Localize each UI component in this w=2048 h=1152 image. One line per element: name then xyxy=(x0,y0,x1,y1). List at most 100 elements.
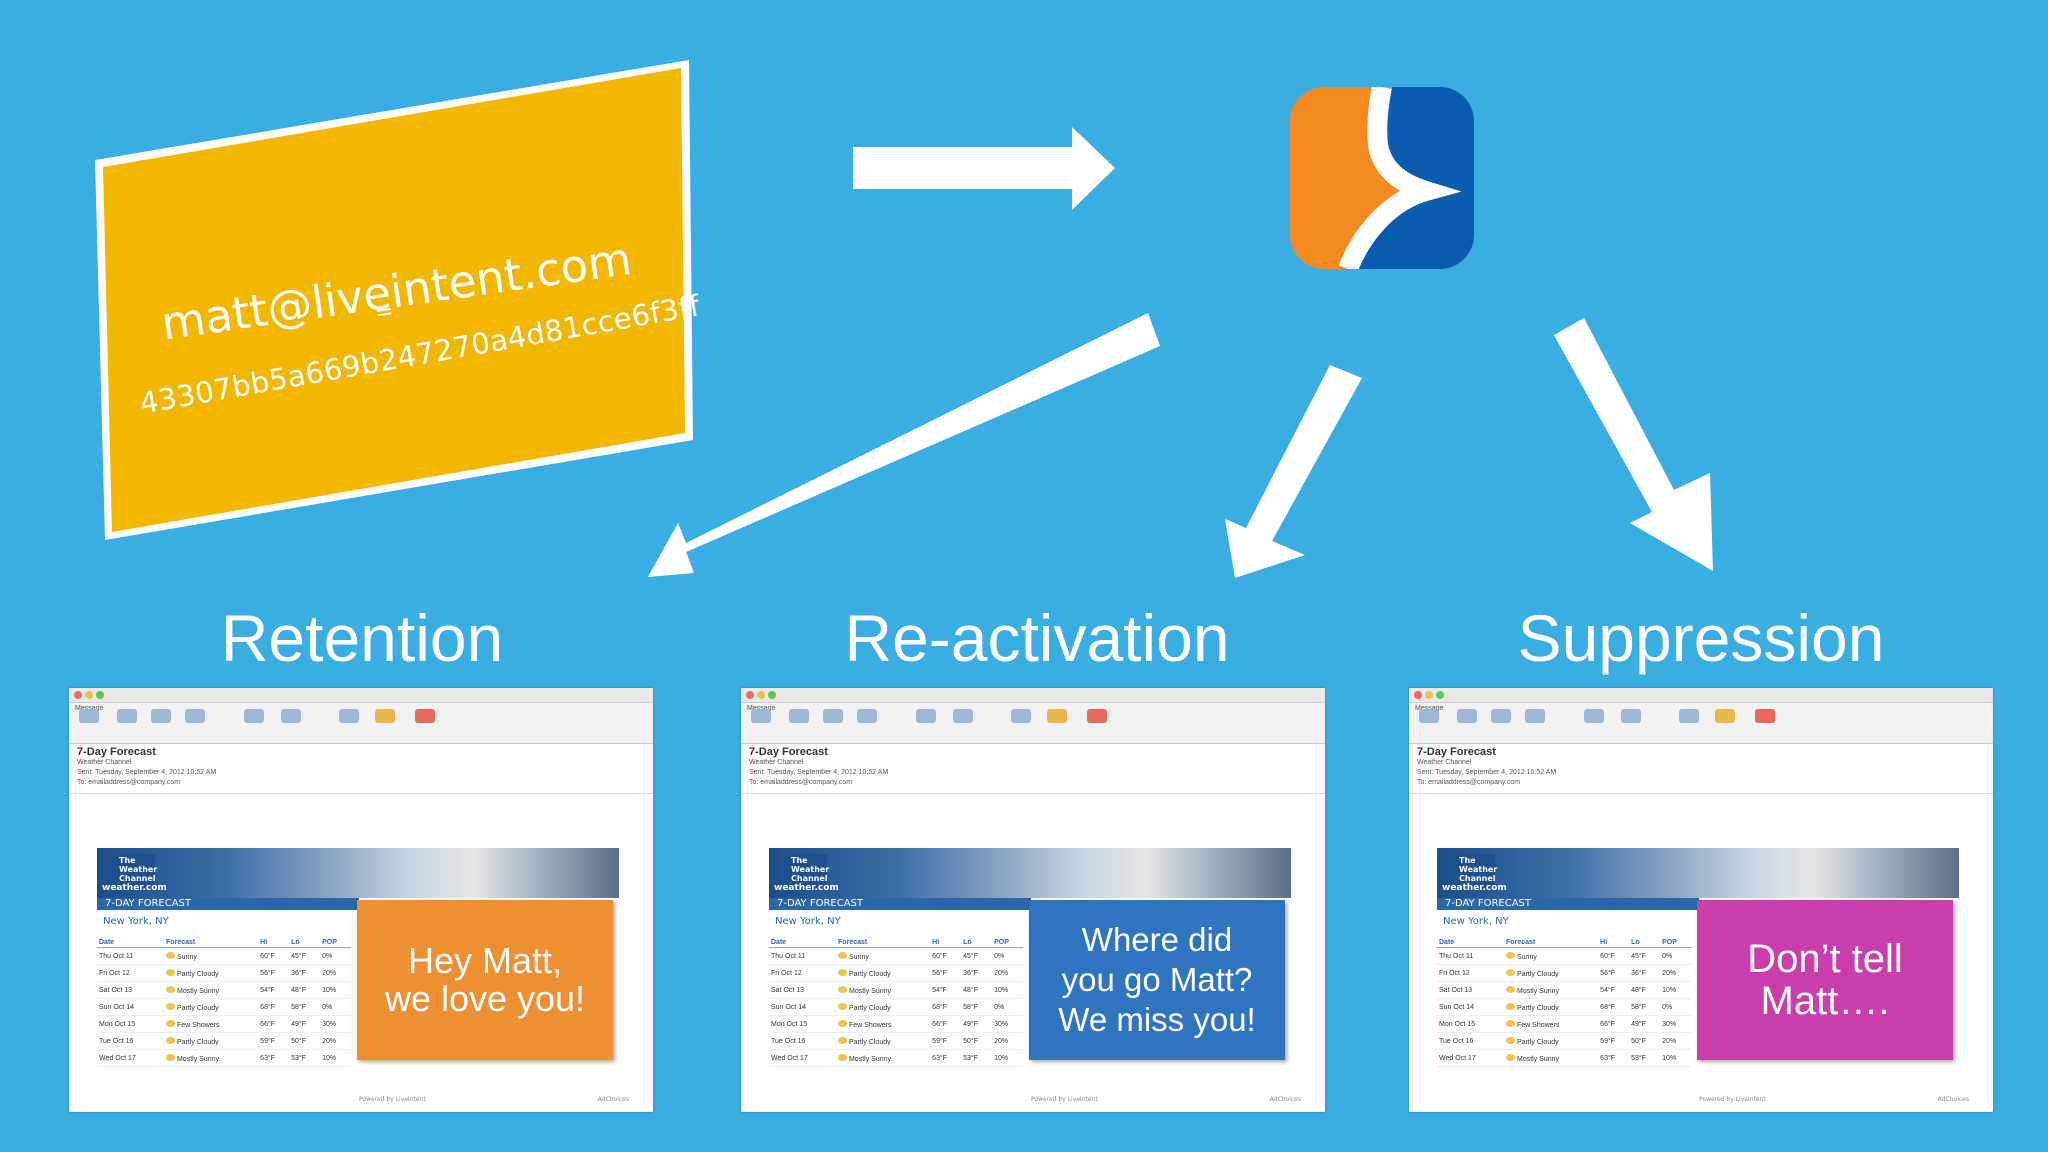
mostly-sunny-icon xyxy=(838,985,848,993)
delete-icon xyxy=(1419,709,1439,723)
heading-suppression: Suppression xyxy=(1517,601,1885,675)
heading-retention: Retention xyxy=(220,601,504,675)
column-header: Hi xyxy=(930,938,962,948)
showers-icon xyxy=(838,1019,848,1027)
card-fill xyxy=(103,68,685,532)
close-dot-icon xyxy=(1414,691,1422,699)
powered-by: Powered by LiveIntent xyxy=(359,1096,426,1103)
delete-icon xyxy=(79,709,99,723)
email-hash-card xyxy=(95,60,693,540)
weather-channel-logo: The Weather Channel xyxy=(789,854,829,888)
reply-icon xyxy=(117,709,137,723)
weather-channel-logo: The Weather Channel xyxy=(117,854,157,888)
forward-icon xyxy=(857,709,877,723)
mail-from: Weather Channel xyxy=(77,759,132,766)
column-header: POP xyxy=(320,938,351,948)
ribbon-tab-message: Message xyxy=(1415,704,1443,714)
reply-all-icon xyxy=(823,709,843,723)
message-line: Don’t tell xyxy=(1747,937,1903,981)
liveintent-logo-icon xyxy=(1290,87,1474,269)
move-icon xyxy=(916,709,936,723)
column-header: Lo xyxy=(1629,938,1661,948)
follow-up-flag-icon xyxy=(1087,709,1107,723)
forecast-title: 7-DAY FORECAST xyxy=(1437,898,1699,910)
arrow-to-reactivation-icon xyxy=(1225,365,1362,578)
mail-sent: Sent: Tuesday, September 4, 2012 10:52 A… xyxy=(77,769,217,776)
zoom-dot-icon xyxy=(1436,691,1444,699)
mail-header: 7-Day Forecast Weather Channel Sent: Tue… xyxy=(741,744,1325,794)
zoom-dot-icon xyxy=(96,691,104,699)
partly-cloudy-icon xyxy=(166,1036,176,1044)
weather-channel-logo: The Weather Channel xyxy=(1457,854,1497,888)
mail-sent: Sent: Tuesday, September 4, 2012 10:52 A… xyxy=(749,769,889,776)
partly-cloudy-icon xyxy=(838,968,848,976)
mail-ribbon: Message xyxy=(69,703,653,744)
arrow-to-suppression-icon xyxy=(1554,318,1713,571)
mostly-sunny-icon xyxy=(838,1053,848,1061)
forecast-title: 7-DAY FORECAST xyxy=(769,898,1031,910)
mail-sent: Sent: Tuesday, September 4, 2012 10:52 A… xyxy=(1417,769,1557,776)
window-titlebar xyxy=(741,688,1325,703)
weather-banner: The Weather Channel weather.com xyxy=(97,848,619,898)
column-header: Forecast xyxy=(836,938,931,948)
follow-up-flag-icon xyxy=(1755,709,1775,723)
zoom-dot-icon xyxy=(768,691,776,699)
column-header: Date xyxy=(1437,938,1505,948)
mostly-sunny-icon xyxy=(166,1053,176,1061)
delete-icon xyxy=(751,709,771,723)
powered-by: Powered by LiveIntent xyxy=(1699,1096,1766,1103)
mail-to: To: emailaddress@company.com xyxy=(77,779,181,786)
reply-icon xyxy=(789,709,809,723)
table-header-row: Date Forecast Hi Lo POP xyxy=(769,938,1023,948)
forecast-table: Date Forecast Hi Lo POP Thu Oct 11 Sunny… xyxy=(97,938,351,1067)
weather-site: weather.com xyxy=(1442,883,1507,893)
column-header: Forecast xyxy=(1504,938,1599,948)
column-header: Forecast xyxy=(164,938,259,948)
weather-banner: The Weather Channel weather.com xyxy=(1437,848,1959,898)
move-icon xyxy=(1584,709,1604,723)
column-header: Lo xyxy=(289,938,321,948)
window-titlebar xyxy=(1409,688,1993,703)
email-preview-reactivation: Message 7-Day Forecast Weather Channel S… xyxy=(741,688,1325,1112)
ribbon-tab-message: Message xyxy=(747,704,775,714)
column-header: Date xyxy=(769,938,837,948)
minimize-dot-icon xyxy=(1425,691,1433,699)
mail-to: To: emailaddress@company.com xyxy=(1417,779,1521,786)
partly-cloudy-icon xyxy=(838,1036,848,1044)
reply-all-icon xyxy=(1491,709,1511,723)
message-line: We miss you! xyxy=(1058,1001,1256,1038)
mail-subject: 7-Day Forecast xyxy=(1417,746,1496,758)
email-preview-retention: Message 7-Day Forecast Weather Channel S… xyxy=(69,688,653,1112)
weather-banner: The Weather Channel weather.com xyxy=(769,848,1291,898)
partly-cloudy-icon xyxy=(1506,1036,1516,1044)
forward-icon xyxy=(1525,709,1545,723)
message-line: you go Matt? xyxy=(1061,961,1253,998)
column-header: Date xyxy=(97,938,165,948)
unread-icon xyxy=(339,709,359,723)
weather-site: weather.com xyxy=(102,883,167,893)
arrow-to-retention-icon xyxy=(648,313,1160,577)
forecast-table: Date Forecast Hi Lo POP Thu Oct 11 Sunny… xyxy=(1437,938,1691,1067)
categorize-icon xyxy=(1715,709,1735,723)
partly-cloudy-icon xyxy=(838,1002,848,1010)
mail-subject: 7-Day Forecast xyxy=(77,746,156,758)
powered-by: Powered by LiveIntent xyxy=(1031,1096,1098,1103)
reply-icon xyxy=(1457,709,1477,723)
rules-icon xyxy=(953,709,973,723)
